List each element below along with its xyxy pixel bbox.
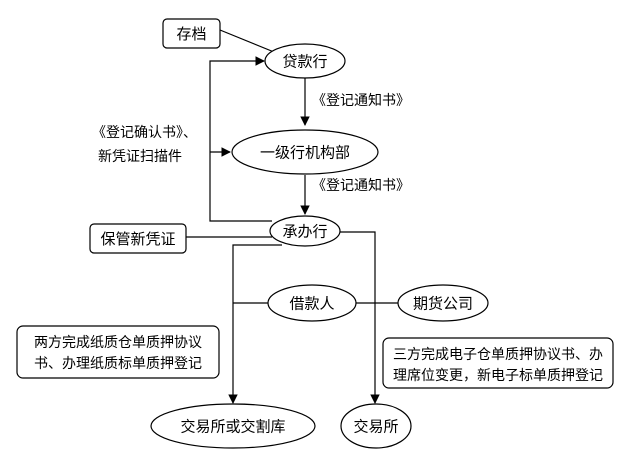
paper-pledge-note-line2: 书、办理纸质标单质押登记 bbox=[34, 356, 202, 372]
edge-label-notice-bottom: 《登记通知书》 bbox=[312, 177, 410, 194]
arrow-handling-to-warehouse bbox=[228, 244, 282, 404]
handling-bank-label: 承办行 bbox=[282, 223, 327, 241]
borrower-label: 借款人 bbox=[289, 295, 334, 313]
lender-bank-label: 贷款行 bbox=[282, 53, 327, 71]
borrower-node: 借款人 bbox=[267, 284, 357, 322]
arrow-handling-to-exchange bbox=[340, 231, 380, 404]
archive-box: 存档 bbox=[162, 18, 221, 49]
handling-bank-node: 承办行 bbox=[269, 215, 341, 247]
edge-label-notice-top: 《登记通知书》 bbox=[312, 92, 410, 109]
electronic-pledge-note-line1: 三方完成电子仓单质押协议书、办 bbox=[393, 347, 603, 363]
electronic-pledge-note: 三方完成电子仓单质押协议书、办 理席位变更，新电子标单质押登记 bbox=[382, 337, 614, 389]
first-level-branch-node: 一级行机构部 bbox=[231, 129, 379, 175]
keep-new-voucher-label: 保管新凭证 bbox=[100, 230, 175, 248]
paper-pledge-note-line1: 两方完成纸质仓单质押协议 bbox=[34, 335, 202, 351]
exchange-or-warehouse-node: 交易所或交割库 bbox=[150, 403, 316, 449]
exchange-or-warehouse-label: 交易所或交割库 bbox=[180, 418, 285, 436]
archive-label: 存档 bbox=[176, 25, 206, 43]
paper-pledge-note: 两方完成纸质仓单质押协议 书、办理纸质标单质押登记 bbox=[16, 325, 220, 379]
lender-bank-node: 贷款行 bbox=[264, 43, 346, 79]
exchange-label: 交易所 bbox=[353, 418, 398, 436]
electronic-pledge-note-line2: 理席位变更，新电子标单质押登记 bbox=[393, 368, 603, 384]
edge-label-confirm-line2: 新凭证扫描件 bbox=[98, 149, 182, 165]
exchange-node: 交易所 bbox=[340, 403, 412, 449]
first-level-branch-label: 一级行机构部 bbox=[260, 144, 350, 162]
futures-company-label: 期货公司 bbox=[413, 295, 473, 313]
keep-new-voucher-box: 保管新凭证 bbox=[89, 223, 187, 254]
edge-label-confirm-line1: 《登记确认书》、 bbox=[92, 125, 197, 141]
futures-company-node: 期货公司 bbox=[397, 284, 489, 322]
connector-archive-lender bbox=[219, 29, 275, 53]
arrow-handling-to-lender bbox=[209, 56, 272, 222]
